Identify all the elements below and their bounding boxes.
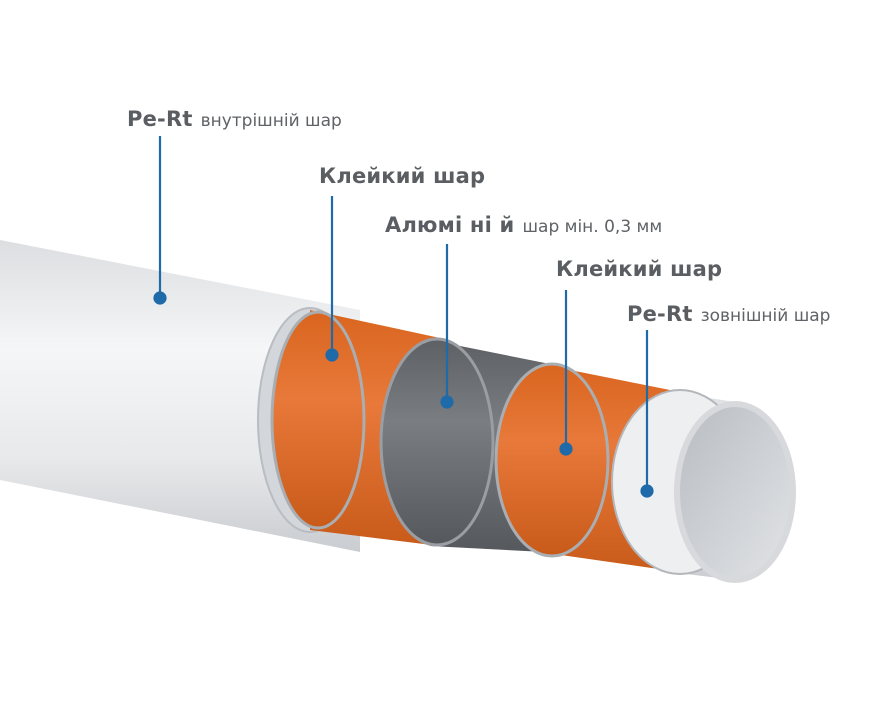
label-inner-layer-material: Pe-Rt <box>127 107 193 131</box>
label-adhesive-1-text: Клейкий шар <box>319 164 486 188</box>
pointer-dot-5 <box>640 484 654 498</box>
label-adhesive-2-text: Клейкий шар <box>556 257 723 281</box>
aluminium-layer-rim <box>379 337 495 547</box>
label-inner-layer: Pe-Rt внутрішній шар <box>127 109 342 130</box>
adhesive-layer-2-rim <box>494 362 610 558</box>
label-outer-layer-material: Pe-Rt <box>627 302 693 326</box>
label-inner-layer-desc: внутрішній шар <box>200 111 342 131</box>
label-aluminium-material: Алюмі ні й <box>385 213 515 237</box>
label-adhesive-2: Клейкий шар <box>556 259 722 280</box>
label-aluminium-desc: шар мін. 0,3 мм <box>522 217 663 237</box>
pointer-dot-4 <box>559 442 573 456</box>
pointer-dot-3 <box>440 395 454 409</box>
pointer-dot-1 <box>153 291 167 305</box>
pointer-dot-2 <box>325 348 339 362</box>
pipe-opening <box>674 401 796 583</box>
label-adhesive-1: Клейкий шар <box>319 166 485 187</box>
label-outer-layer: Pe-Rt зовнішній шар <box>627 304 830 325</box>
adhesive-layer-1-rim <box>270 310 366 530</box>
label-outer-layer-desc: зовнішній шар <box>700 306 831 326</box>
label-aluminium: Алюмі ні й шар мін. 0,3 мм <box>385 215 662 236</box>
